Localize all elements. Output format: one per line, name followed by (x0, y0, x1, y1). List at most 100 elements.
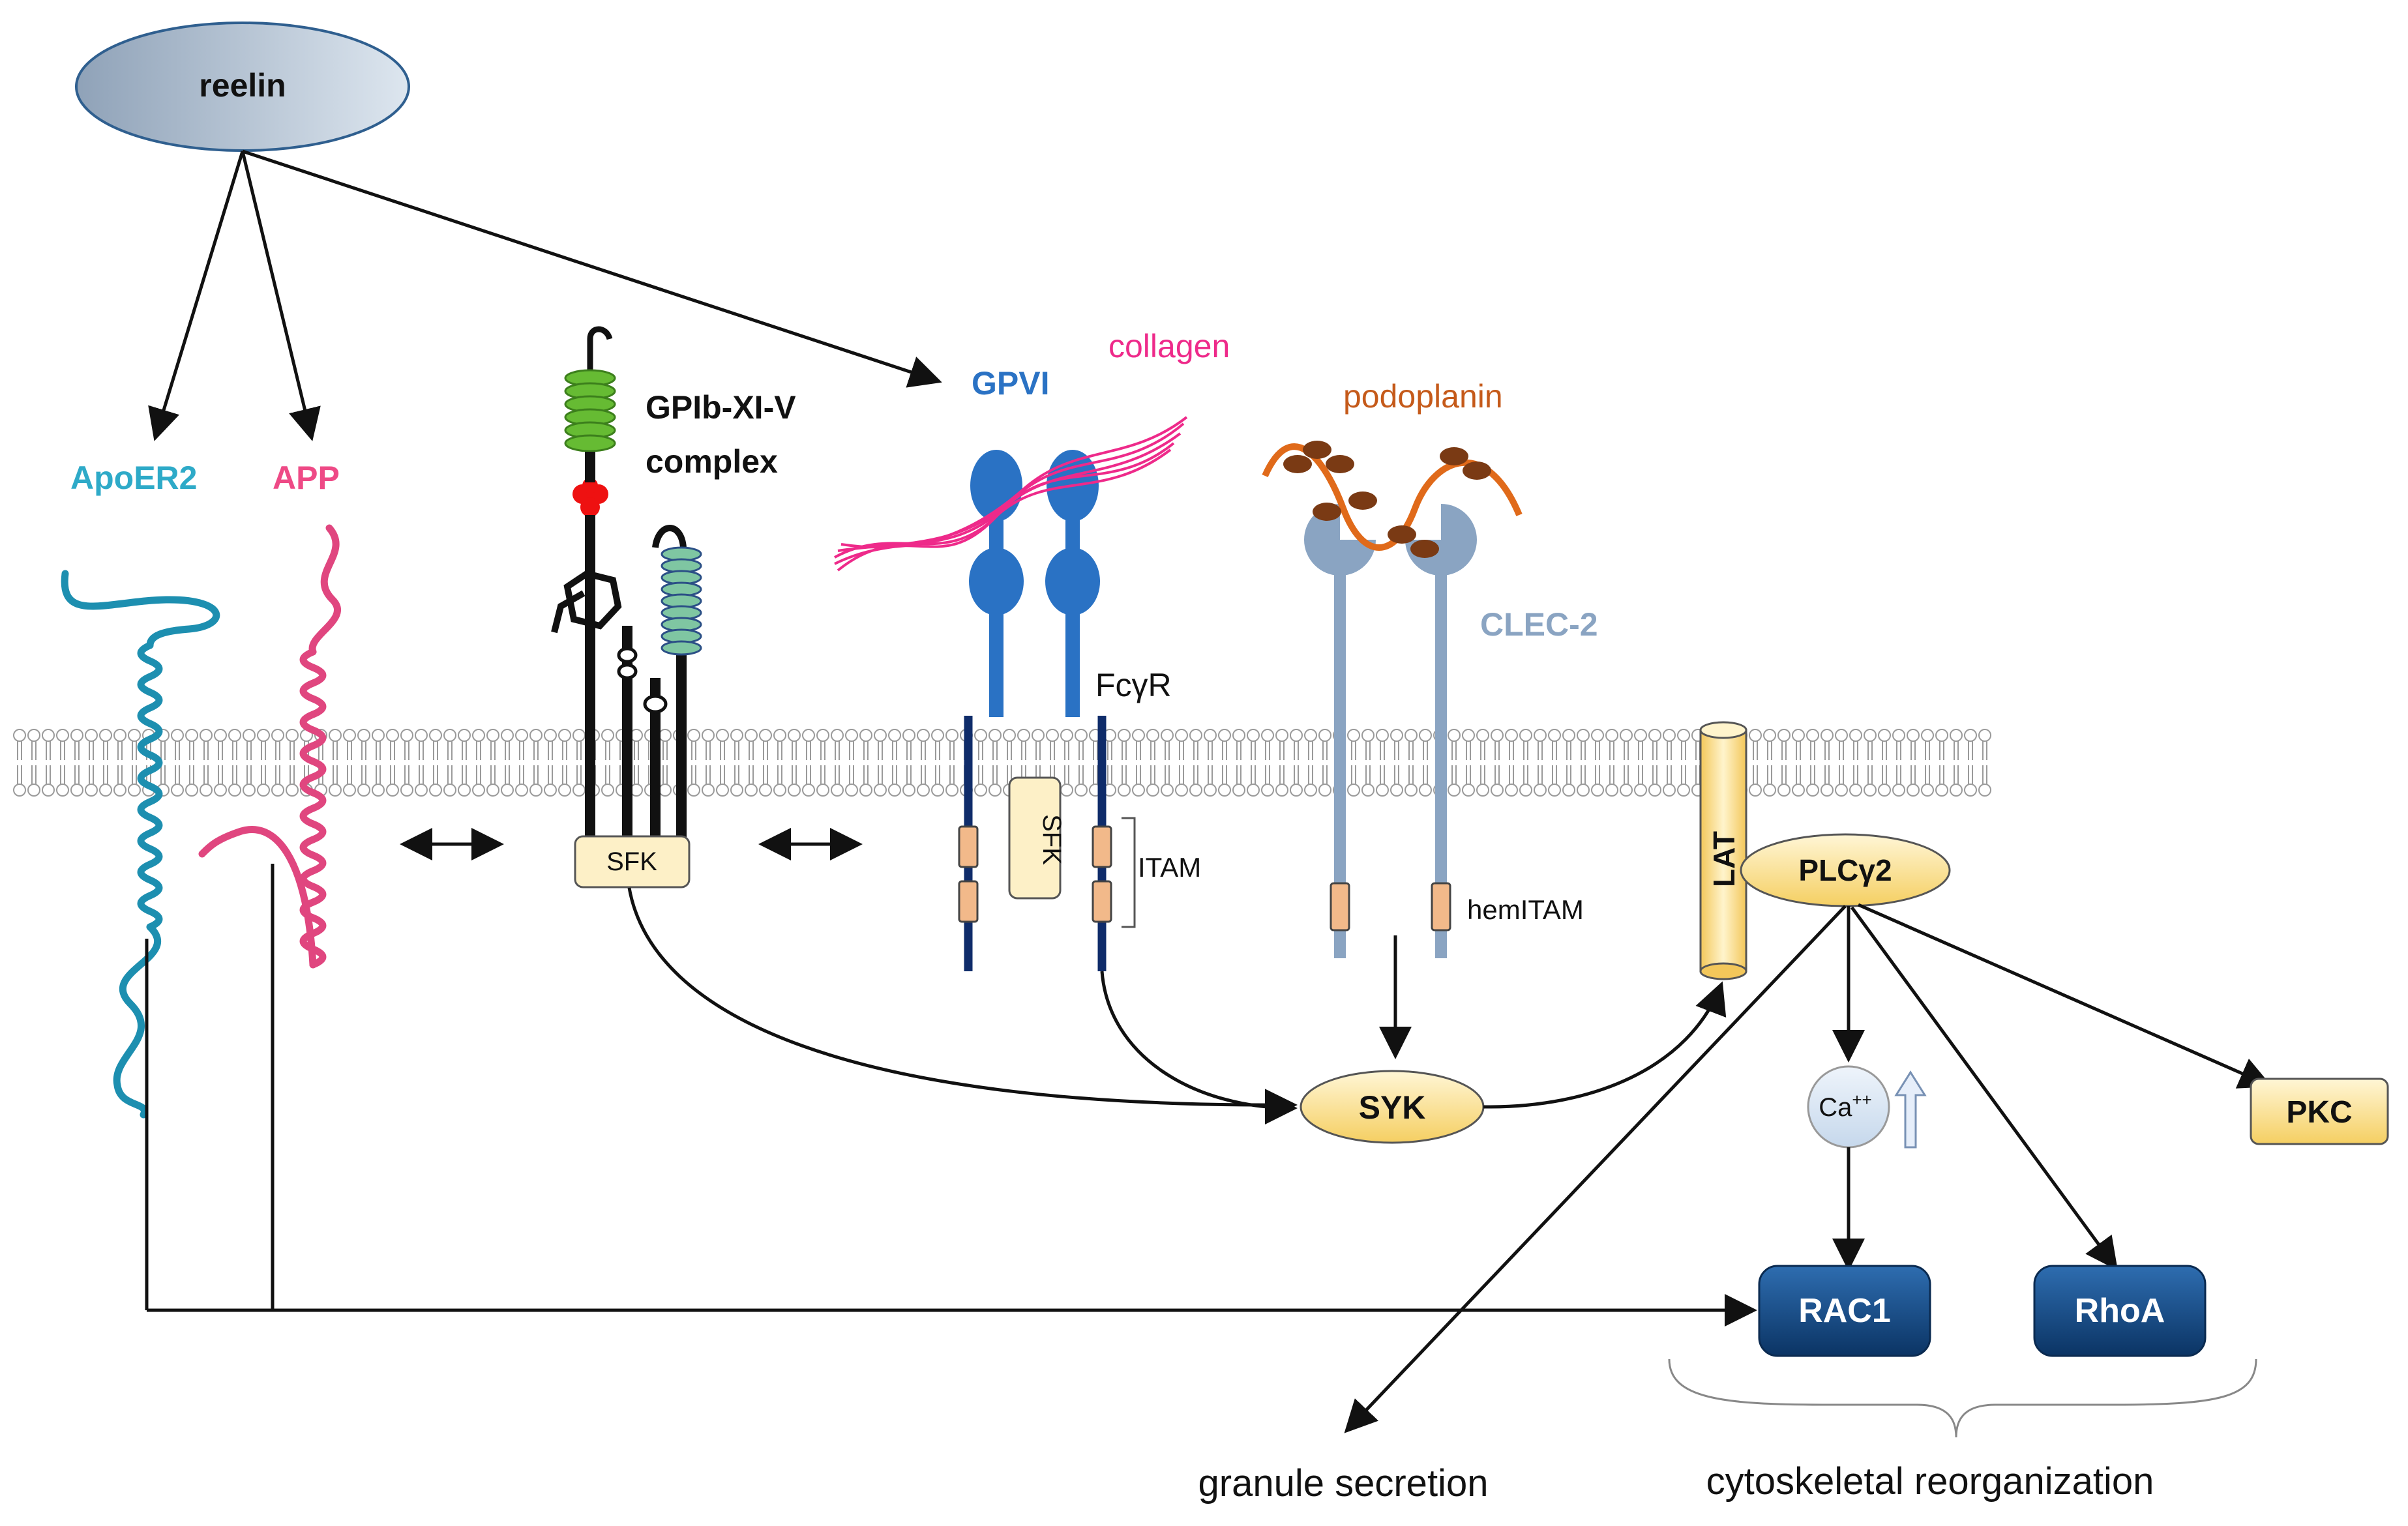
lipid-head (802, 784, 815, 797)
lipid-head (27, 784, 40, 797)
pkc-label: PKC (2286, 1095, 2352, 1130)
lipid-head (1878, 784, 1891, 797)
lipid-head (816, 784, 829, 797)
lipid-head (1534, 784, 1547, 797)
lipid-head (1792, 784, 1805, 797)
lipid-head (1878, 729, 1891, 742)
apoer2-receptor (61, 570, 220, 1119)
lipid-head (486, 729, 499, 742)
reelin-to-app-arrow (241, 151, 321, 441)
lipid-head (572, 729, 586, 742)
lipid-head (85, 729, 98, 742)
lipid-head (1978, 784, 1991, 797)
itam-label: ITAM (1138, 852, 1201, 883)
lipid-head (243, 729, 256, 742)
lipid-head (1304, 729, 1317, 742)
lipid-head (1376, 729, 1389, 742)
lipid-head (271, 729, 284, 742)
lipid-head (99, 729, 112, 742)
lipid-head (1060, 729, 1073, 742)
plcg2-to-granule-arrow (1344, 905, 1847, 1433)
lipid-head (687, 729, 700, 742)
lipid-head (572, 784, 586, 797)
lipid-head (1361, 729, 1375, 742)
granule-secretion-label: granule secretion (1198, 1462, 1489, 1504)
lipid-head (1032, 729, 1045, 742)
lipid-head (1017, 729, 1030, 742)
lipid-head (1132, 784, 1145, 797)
rac1-node (1758, 1265, 1931, 1357)
lipid-head (1792, 729, 1805, 742)
lipid-head (1290, 784, 1303, 797)
sfk-gpib-label: SFK (606, 847, 657, 876)
lipid-head (831, 784, 844, 797)
lipid-head (1290, 729, 1303, 742)
lipid-head (730, 784, 743, 797)
rhoa-label: RhoA (2075, 1292, 2165, 1330)
lipid-head (429, 784, 442, 797)
lipid-head (1620, 784, 1633, 797)
app-label: APP (273, 460, 340, 496)
gpib-complex (551, 326, 702, 841)
lipid-head (1548, 729, 1561, 742)
lipid-head (70, 784, 83, 797)
lipid-head (1821, 784, 1834, 797)
lipid-head (902, 729, 915, 742)
lipid-head (974, 729, 987, 742)
lipid-head (501, 729, 514, 742)
lipid-head (1763, 729, 1776, 742)
plcg2-arrows (1344, 903, 2272, 1433)
gpib-label-line1: GPIb-XI-V (646, 389, 796, 426)
lipid-head (859, 784, 872, 797)
syk-label: SYK (1359, 1089, 1426, 1126)
lipid-head (1462, 784, 1475, 797)
lipid-head (945, 729, 959, 742)
lipid-head (558, 784, 571, 797)
gpvi-label: GPVI (972, 365, 1049, 402)
lipid-head (228, 784, 241, 797)
lipid-head (1577, 729, 1590, 742)
lipid-head (1777, 729, 1791, 742)
lipid-head (1232, 729, 1245, 742)
lipid-head (214, 729, 227, 742)
lipid-head (1505, 729, 1518, 742)
lipid-head (271, 784, 284, 797)
lipid-head (70, 729, 83, 742)
lipid-head (515, 784, 528, 797)
lipid-head (1591, 784, 1604, 797)
lipid-head (1663, 729, 1676, 742)
lipid-head (1275, 784, 1288, 797)
lipid-head (1864, 784, 1877, 797)
lipid-head (1519, 729, 1532, 742)
lipid-head (845, 784, 858, 797)
lipid-head (1448, 784, 1461, 797)
lipid-head (372, 784, 385, 797)
lipid-head (1534, 729, 1547, 742)
lipid-head (171, 784, 184, 797)
lipid-head (1562, 729, 1575, 742)
lipid-head (1605, 784, 1618, 797)
lipid-head (1763, 784, 1776, 797)
lipid-head (458, 784, 471, 797)
lipid-bilayer (13, 729, 1991, 797)
lipid-head (1849, 784, 1862, 797)
clec2-receptor (1304, 504, 1477, 958)
lipid-head (1548, 784, 1561, 797)
lipid-head (1677, 729, 1690, 742)
lipid-head (1161, 784, 1174, 797)
lipid-head (1175, 729, 1188, 742)
lipid-head (1648, 729, 1661, 742)
lipid-head (1189, 729, 1202, 742)
ca-text: Ca (1819, 1093, 1852, 1122)
gpvi-receptor (969, 450, 1100, 717)
lipid-head (1361, 784, 1375, 797)
lipid-head (1663, 784, 1676, 797)
lipid-head (1950, 729, 1963, 742)
plcg2-to-pkc-arrow (1857, 903, 2272, 1089)
itam-motifs (958, 825, 1112, 923)
sfk-to-syk-curve (627, 887, 1298, 1122)
lipid-head (1806, 784, 1819, 797)
lipid-head (329, 784, 342, 797)
lipid-head (1304, 784, 1317, 797)
lipid-head (1247, 729, 1260, 742)
